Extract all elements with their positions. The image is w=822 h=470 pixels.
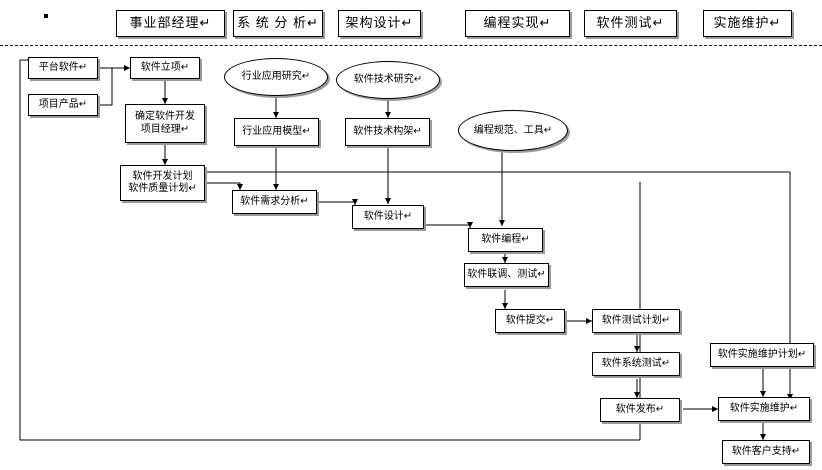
ellipse-行业应用研究: 行业应用研究↵ [224,58,328,96]
node-软件提交: 软件提交↵ [495,309,565,333]
header-编程实现: 编程实现↵ [465,10,570,37]
header-软件测试: 软件测试↵ [584,10,677,37]
node-软件需求分析: 软件需求分析↵ [232,190,317,214]
node-行业应用模型: 行业应用模型↵ [234,118,319,146]
ellipse-编程规范工具: 编程规范、工具↵ [458,110,568,151]
node-平台软件: 平台软件↵ [28,57,98,79]
node-软件实施维护: 软件实施维护↵ [718,397,810,421]
node-软件技术构架: 软件技术构架↵ [345,118,430,146]
ellipse-软件技术研究: 软件技术研究↵ [336,61,440,99]
node-软件设计: 软件设计↵ [352,205,424,229]
node-软件立项: 软件立项↵ [130,57,200,79]
node-确定软件开发项目经理: 确定软件开发 项目经理↵ [125,104,205,143]
node-软件联调测试: 软件联调、测试↵ [464,263,549,287]
node-软件编程: 软件编程↵ [468,228,543,252]
header-系统分析: 系 统 分 析↵ [233,10,323,37]
swimlane-divider [0,45,822,46]
node-软件发布: 软件发布↵ [600,398,680,422]
node-软件开发计划: 软件开发计划 软件质量计划↵ [120,165,205,201]
node-软件测试计划: 软件测试计划↵ [592,309,680,333]
header-事业部经理: 事业部经理↵ [116,10,225,37]
node-软件客户支持: 软件客户支持↵ [722,440,810,464]
node-软件系统测试: 软件系统测试↵ [592,352,680,376]
bullet-marker [44,14,48,18]
node-软件实施维护计划: 软件实施维护计划↵ [710,343,814,367]
node-项目产品: 项目产品↵ [28,94,98,116]
header-实施维护: 实施维护↵ [703,10,792,37]
header-架构设计: 架构设计↵ [338,10,421,37]
